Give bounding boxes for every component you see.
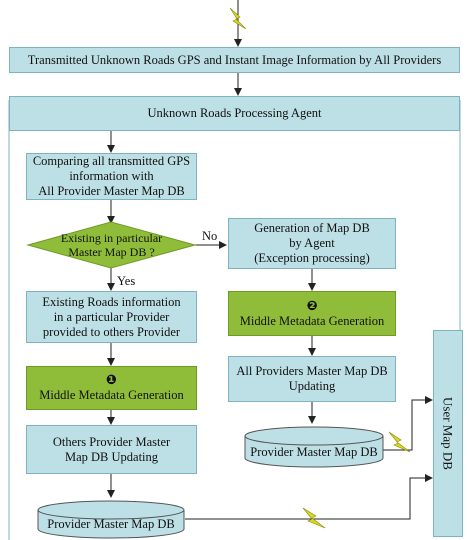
- db-right-label: Provider Master Map DB: [250, 444, 378, 459]
- number-one-icon: ❶: [105, 373, 117, 388]
- top-bar: Transmitted Unknown Roads GPS and Instan…: [9, 47, 460, 73]
- all-providers-update-box: All Providers Master Map DB Updating: [228, 356, 396, 402]
- arrow-db-right-to-user: [383, 396, 433, 451]
- metadata-label-1: Middle Metadata Generation: [39, 388, 184, 402]
- generation-box: Generation of Map DB by Agent (Exception…: [228, 218, 396, 269]
- label-no: No: [202, 229, 218, 243]
- agent-frame: [8, 100, 461, 540]
- metadata-box-2: ❷ Middle Metadata Generation: [228, 291, 396, 336]
- label-yes: Yes: [117, 274, 136, 288]
- db-bottom-label: Provider Master Map DB: [47, 516, 175, 531]
- agent-bar: Unknown Roads Processing Agent: [9, 96, 460, 131]
- user-map-db-label: User Map DB: [440, 397, 456, 470]
- decision-label: Existing in particular Master Map DB ?: [60, 231, 163, 259]
- db-bottom-cylinder: [37, 500, 185, 539]
- arrow-db-bottom-to-user: [185, 474, 433, 520]
- existing-roads-box: Existing Roads information in a particul…: [26, 291, 197, 343]
- metadata-box-1: ❶ Middle Metadata Generation: [26, 366, 197, 410]
- lightning-icon-bottom: [302, 507, 326, 529]
- user-map-db: User Map DB: [433, 330, 463, 537]
- number-two-icon: ❷: [306, 298, 318, 314]
- db-right-cylinder: [244, 426, 384, 468]
- lightning-icon-right: [388, 431, 411, 453]
- decision-diamond: [26, 221, 197, 269]
- compare-box: Comparing all transmitted GPS informatio…: [26, 153, 197, 200]
- others-provider-update-box: Others Provider Master Map DB Updating: [26, 425, 197, 474]
- lightning-icon-top: [229, 7, 247, 30]
- metadata-label-2: Middle Metadata Generation: [239, 313, 385, 328]
